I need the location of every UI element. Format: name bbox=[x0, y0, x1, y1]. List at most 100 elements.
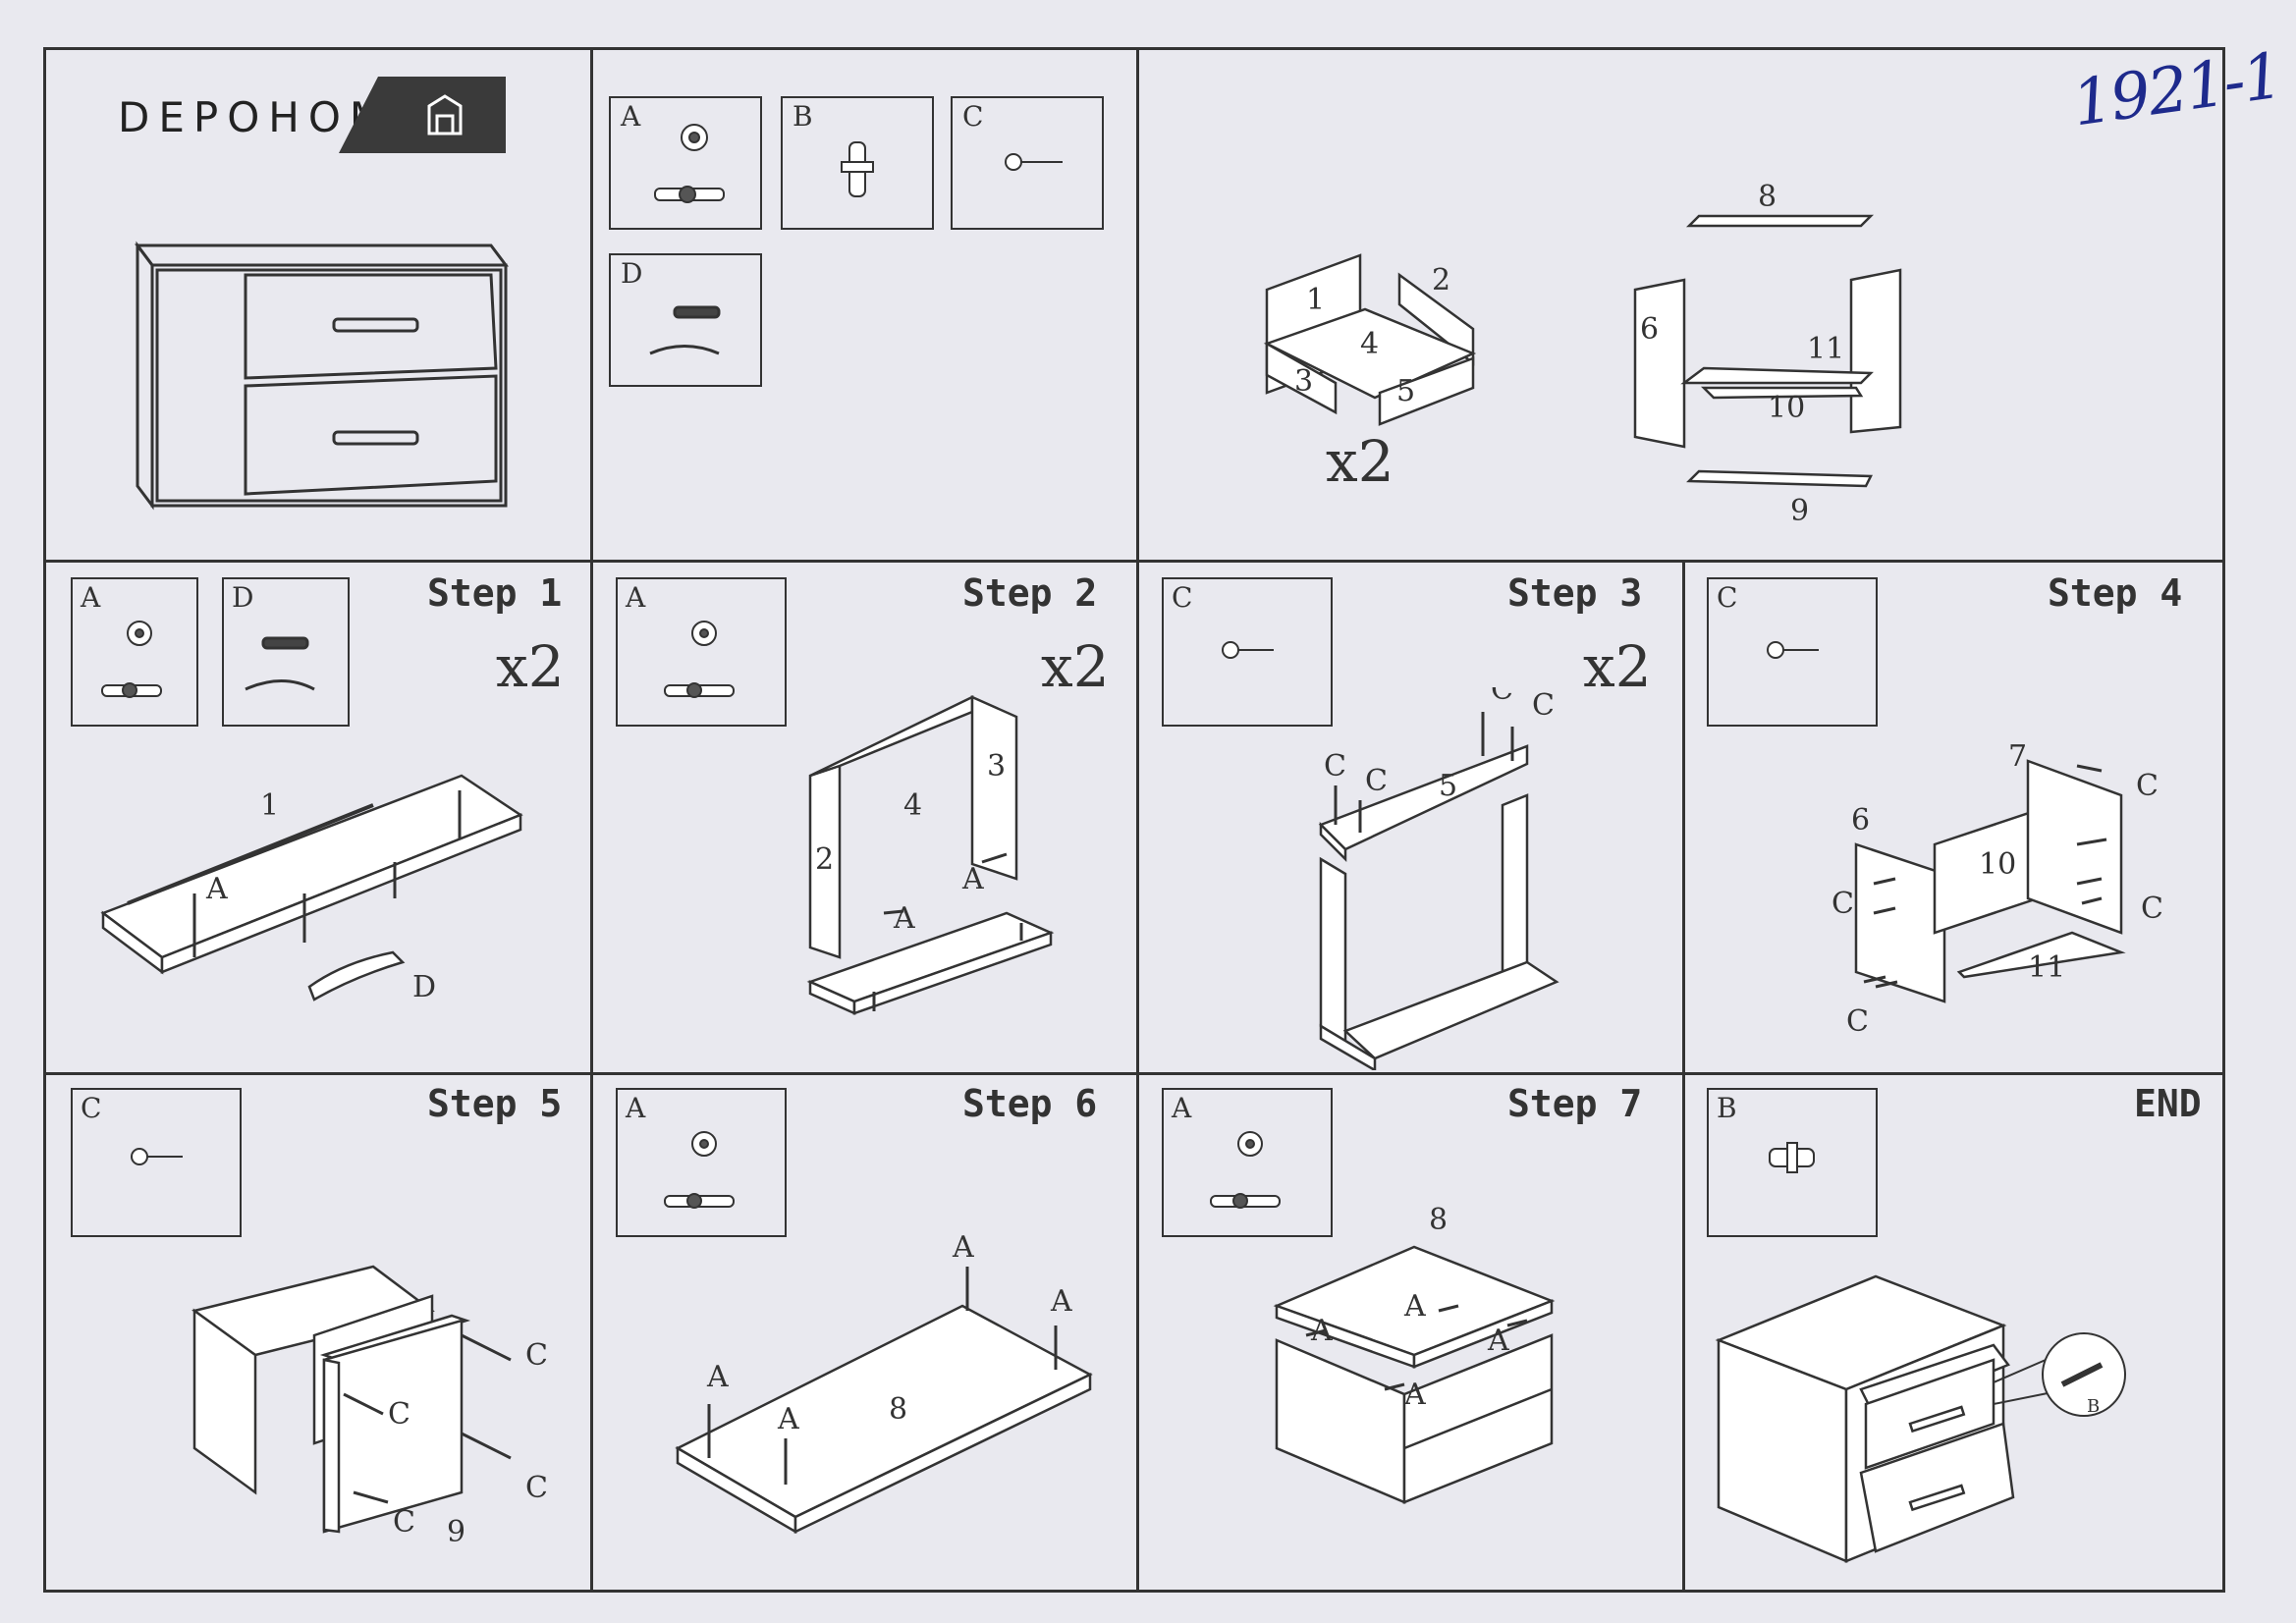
step-1-illustration: 1 A D bbox=[100, 774, 523, 1004]
drawer-multiplier: x2 bbox=[1326, 428, 1394, 495]
sheet-frame bbox=[43, 47, 2225, 1593]
hardware-label-c: C bbox=[962, 100, 983, 133]
hardware-callout: A bbox=[952, 1230, 974, 1265]
step-title: Step 2 bbox=[962, 571, 1098, 615]
step-7-illustration: 8 A A A A bbox=[1273, 1203, 1556, 1504]
grid-divider bbox=[590, 47, 593, 1593]
hardware-callout: A bbox=[1310, 1314, 1333, 1348]
part-label: 10 bbox=[1768, 391, 1805, 425]
hardware-label: D bbox=[232, 581, 253, 614]
part-label: 8 bbox=[889, 1392, 907, 1427]
hardware-callout: C bbox=[388, 1397, 410, 1432]
part-label: 2 bbox=[815, 842, 834, 877]
hardware-box-c: C bbox=[71, 1088, 242, 1237]
hardware-callout: A bbox=[1487, 1324, 1509, 1358]
grid-divider bbox=[1136, 47, 1139, 1593]
hardware-box-a: A bbox=[616, 577, 787, 727]
grid-divider bbox=[43, 560, 2225, 563]
hardware-label-a: A bbox=[620, 100, 641, 133]
hardware-label: B bbox=[1717, 1092, 1737, 1124]
step-3-illustration: 5 C C C C bbox=[1318, 687, 1559, 1070]
part-label: 11 bbox=[2028, 950, 2065, 985]
hardware-box-c: C bbox=[1162, 577, 1333, 727]
hardware-box-b: B bbox=[781, 96, 934, 230]
hardware-label: A bbox=[625, 581, 646, 614]
hardware-label: C bbox=[1717, 581, 1737, 614]
hardware-box-a: A bbox=[609, 96, 762, 230]
step-4-illustration: 6 7 10 11 C C C C bbox=[1831, 739, 2163, 1039]
part-label: 7 bbox=[2008, 739, 2027, 774]
hardware-callout: C bbox=[525, 1338, 548, 1373]
hardware-callout: B bbox=[2087, 1396, 2100, 1417]
part-label: 4 bbox=[1360, 327, 1379, 361]
grid-divider bbox=[43, 1072, 2225, 1075]
hardware-callout: A bbox=[1050, 1284, 1072, 1319]
part-label: 10 bbox=[1979, 847, 2016, 882]
hardware-callout: D bbox=[412, 970, 436, 1004]
hardware-label: A bbox=[1171, 1092, 1192, 1124]
part-label: 1 bbox=[1306, 283, 1325, 317]
step-6-illustration: 8 A A A A bbox=[675, 1230, 1093, 1535]
part-label: 4 bbox=[903, 788, 922, 823]
hardware-callout: C bbox=[393, 1505, 415, 1540]
hardware-label: C bbox=[81, 1092, 101, 1124]
step-5-illustration: 9 C C C C bbox=[191, 1265, 548, 1549]
hardware-label-d: D bbox=[621, 257, 642, 290]
hardware-callout: A bbox=[1403, 1378, 1426, 1412]
brand-logo-mark bbox=[339, 77, 506, 153]
hardware-label: C bbox=[1172, 581, 1192, 614]
part-label: 3 bbox=[987, 749, 1006, 784]
hardware-label-b: B bbox=[793, 100, 813, 133]
step-multiplier: x2 bbox=[496, 633, 565, 700]
hardware-box-b: B bbox=[1707, 1088, 1878, 1237]
hardware-callout: A bbox=[205, 872, 228, 906]
hardware-callout: A bbox=[893, 901, 915, 936]
part-label: 5 bbox=[1396, 374, 1415, 408]
part-label: 11 bbox=[1807, 332, 1844, 366]
part-label: 9 bbox=[447, 1515, 465, 1549]
hardware-callout: C bbox=[1365, 764, 1388, 798]
step-title: Step 1 bbox=[427, 571, 563, 615]
grid-divider bbox=[1682, 560, 1685, 1593]
step-2-illustration: 2 3 4 A A bbox=[806, 695, 1055, 1015]
hardware-box-c: C bbox=[1707, 577, 1878, 727]
cabinet-overview-illustration bbox=[135, 241, 509, 511]
step-title: Step 4 bbox=[2048, 571, 2183, 615]
part-label: 8 bbox=[1429, 1203, 1448, 1237]
hardware-box-d: D bbox=[222, 577, 350, 727]
parts-exploded-view: 1 2 3 4 5 6 8 9 10 11 x2 bbox=[1263, 180, 1902, 528]
hardware-callout: C bbox=[1846, 1004, 1869, 1039]
part-label: 9 bbox=[1790, 494, 1809, 528]
step-multiplier: x2 bbox=[1041, 633, 1110, 700]
hardware-callout: A bbox=[777, 1402, 799, 1436]
hardware-callout: C bbox=[2141, 892, 2163, 926]
hardware-box-c: C bbox=[951, 96, 1104, 230]
step-title: Step 7 bbox=[1507, 1082, 1643, 1125]
step-title: Step 5 bbox=[427, 1082, 563, 1125]
hardware-box-a: A bbox=[1162, 1088, 1333, 1237]
hardware-box-a: A bbox=[71, 577, 198, 727]
hardware-callout: A bbox=[961, 862, 984, 896]
hardware-callout: C bbox=[1532, 688, 1555, 723]
hardware-callout: C bbox=[1324, 749, 1346, 784]
hardware-callout: C bbox=[2136, 769, 2159, 803]
hardware-label: A bbox=[625, 1092, 646, 1124]
hardware-callout: C bbox=[525, 1471, 548, 1505]
hardware-callout: A bbox=[1403, 1289, 1426, 1324]
part-label: 8 bbox=[1758, 180, 1777, 214]
step-title: Step 3 bbox=[1507, 571, 1643, 615]
part-label: 6 bbox=[1851, 803, 1870, 838]
hardware-box-d: D bbox=[609, 253, 762, 387]
part-label: 5 bbox=[1439, 769, 1457, 803]
part-label: 3 bbox=[1294, 364, 1313, 399]
part-label: 1 bbox=[260, 788, 279, 823]
part-label: 2 bbox=[1432, 263, 1450, 298]
finished-cabinet-illustration: B bbox=[1715, 1274, 2126, 1563]
hardware-callout: C bbox=[1831, 887, 1854, 921]
step-title: Step 6 bbox=[962, 1082, 1098, 1125]
hardware-label: A bbox=[80, 581, 101, 614]
hardware-callout: A bbox=[706, 1360, 729, 1394]
step-multiplier: x2 bbox=[1583, 633, 1652, 700]
part-label: 6 bbox=[1640, 312, 1659, 347]
